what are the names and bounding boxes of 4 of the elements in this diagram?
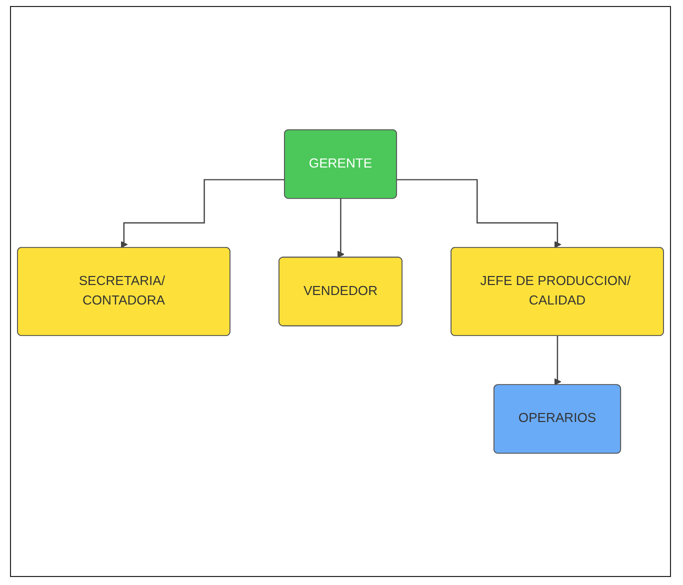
arrow	[397, 179, 562, 248]
arrow	[337, 198, 344, 258]
arrow	[120, 179, 285, 248]
arrow	[554, 335, 562, 386]
